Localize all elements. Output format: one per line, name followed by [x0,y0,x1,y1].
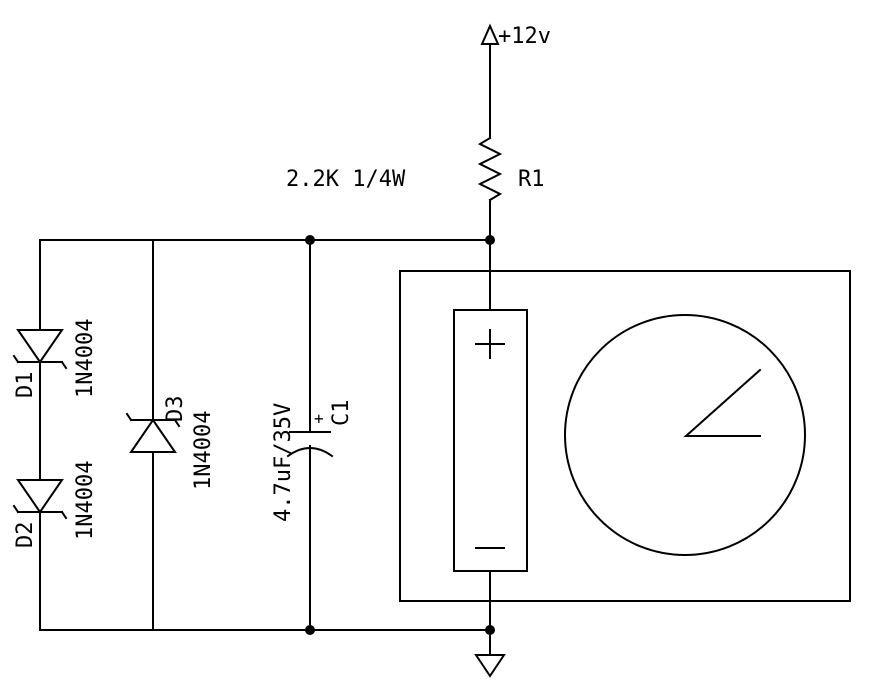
d1-ref-label: D1 [13,372,38,399]
battery-cell [453,309,528,572]
c1-polarity-mark: + [314,409,324,428]
r1-ref-label: R1 [518,167,545,192]
ground-icon [474,654,506,678]
d2-part-label: 1N4004 [73,461,98,540]
d3-ref-label: D3 [163,396,188,423]
supply-label: +12v [498,24,551,49]
resistor-r1 [477,136,503,202]
c1-value-label: 4.7uF/35V [271,403,296,522]
d2-ref-label: D2 [13,522,38,549]
r1-value-label: 2.2K 1/4W [286,167,406,192]
meter-needle [683,368,762,437]
meter-dial [564,314,806,556]
supply-symbol [480,23,500,45]
d1-part-label: 1N4004 [73,319,98,398]
c1-ref-label: C1 [329,400,354,427]
plus-icon [475,329,505,359]
meter-enclosure [399,270,851,602]
d3-part-label: 1N4004 [191,411,216,490]
